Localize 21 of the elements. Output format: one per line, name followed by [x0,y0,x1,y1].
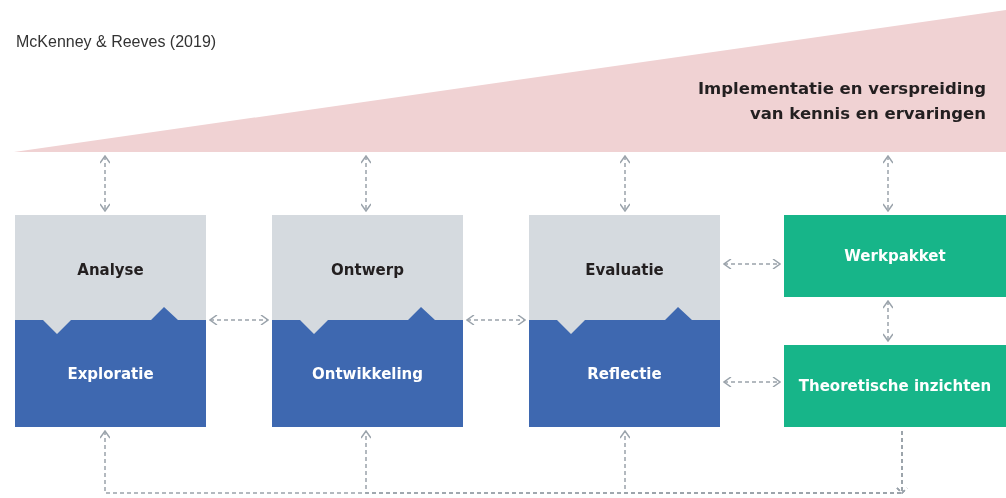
dashed-arrow [619,155,631,212]
phase-box: Exploratie [15,307,206,427]
dashed-arrow [466,314,526,326]
dashed-arrow [723,376,781,388]
dashed-arrow [99,155,111,212]
dashed-arrow [723,258,781,270]
band-title: Implementatie en verspreiding van kennis en ervaringen [696,78,986,125]
dashed-arrow [619,430,908,495]
dashed-arrow [882,155,894,212]
dashed-arrow [360,155,372,212]
phase-box: Ontwikkeling [272,307,463,427]
phase-block [272,215,463,427]
phase-block [15,215,206,427]
phase-block [529,215,720,427]
output-box: Theoretische inzichten [784,345,1006,427]
dashed-arrow [882,300,894,342]
output-box: Werkpakket [784,215,1006,297]
wedge-band [14,10,1006,152]
reference-text: McKenney & Reeves (2019) [16,33,217,51]
dashed-arrow [209,314,269,326]
phase-box: Reflectie [529,307,720,427]
